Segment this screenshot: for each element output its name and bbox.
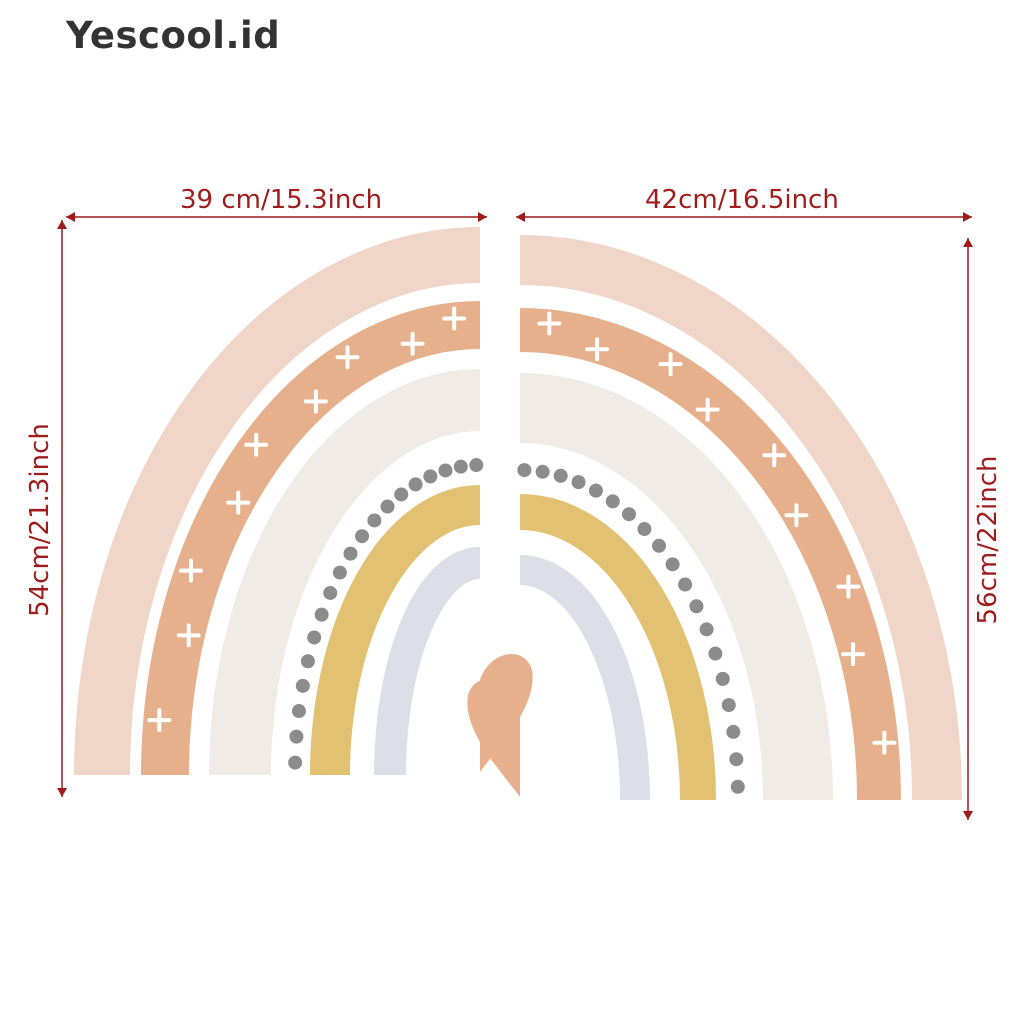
left-dot — [355, 529, 370, 544]
right-dot — [637, 522, 652, 537]
right-blue_gray-band — [519, 555, 650, 801]
right-dot — [535, 464, 550, 479]
left-cream-band — [209, 369, 481, 776]
arrow-up-icon — [963, 238, 973, 247]
left-pink-band — [74, 227, 481, 776]
right-dot — [665, 557, 680, 572]
left-blue_gray-band — [374, 547, 481, 776]
right-dot — [721, 698, 736, 713]
left-dot — [295, 678, 310, 693]
left-dot — [469, 458, 484, 473]
right-dot — [729, 752, 744, 767]
right-cross-icon — [762, 443, 787, 468]
left-cross-icon — [226, 490, 251, 515]
left-cross-icon — [335, 345, 360, 370]
left-height-label: 54cm/21.3inch — [25, 423, 55, 617]
left-dot — [394, 487, 409, 502]
left-dot — [380, 499, 395, 514]
left-cross-icon — [244, 432, 269, 457]
left-dot — [343, 546, 358, 561]
right-dot — [571, 475, 586, 490]
right-dot — [588, 483, 603, 498]
right-yellow-band — [519, 494, 716, 801]
right-dot — [553, 468, 568, 483]
arrow-right-icon — [478, 212, 487, 222]
right-orange-band — [519, 308, 901, 801]
left-dot — [423, 469, 438, 484]
arrow-up-icon — [57, 220, 67, 229]
left-dot — [288, 755, 303, 770]
right-cross-icon — [841, 642, 866, 667]
right-dot — [689, 599, 704, 614]
left-yellow-band — [310, 485, 481, 776]
left-dot — [332, 565, 347, 580]
right-dot — [708, 646, 723, 661]
left-dot — [289, 729, 304, 744]
left-dot — [323, 585, 338, 600]
right-dot — [699, 622, 714, 637]
left-cross-icon — [147, 708, 172, 733]
right-dot — [517, 463, 532, 478]
left-width-label: 39 cm/15.3inch — [180, 185, 383, 215]
right-dot — [652, 538, 667, 553]
right-dot — [622, 507, 636, 522]
right-cream-band — [519, 373, 833, 801]
right-cross-icon — [872, 730, 897, 755]
left-orange-band — [141, 301, 481, 776]
right-cross-icon — [836, 574, 861, 599]
arrow-left-icon — [516, 212, 525, 222]
left-cross-icon — [303, 389, 328, 414]
arrow-down-icon — [57, 788, 67, 797]
left-dot — [314, 607, 329, 622]
left-dot — [291, 704, 306, 719]
right-dot — [715, 671, 730, 686]
left-dot — [453, 459, 468, 474]
left-dot — [438, 463, 453, 478]
arrow-down-icon — [963, 811, 973, 820]
right-height-label: 56cm/22inch — [973, 455, 1003, 625]
right-dot — [605, 494, 620, 509]
right-dot — [726, 724, 741, 739]
right-dot — [730, 779, 745, 794]
left-cross-icon — [400, 331, 425, 356]
right-dot — [678, 577, 693, 592]
right-width-label: 42cm/16.5inch — [645, 185, 839, 215]
arrow-right-icon — [963, 212, 972, 222]
left-dot — [300, 654, 315, 669]
left-dot — [408, 477, 423, 492]
left-cross-icon — [178, 558, 203, 583]
brand-watermark: Yescool.id — [66, 14, 281, 57]
left-cross-icon — [176, 623, 201, 648]
right-heart-half — [467, 678, 520, 797]
left-cross-icon — [442, 306, 467, 331]
right-cross-icon — [537, 311, 562, 336]
left-dot — [307, 630, 322, 645]
right-cross-icon — [784, 503, 809, 528]
right-cross-icon — [658, 352, 683, 377]
right-cross-icon — [695, 397, 720, 422]
right-pink-band — [519, 235, 962, 801]
arrow-left-icon — [66, 212, 75, 222]
left-dot — [367, 513, 382, 528]
right-cross-icon — [585, 337, 610, 362]
